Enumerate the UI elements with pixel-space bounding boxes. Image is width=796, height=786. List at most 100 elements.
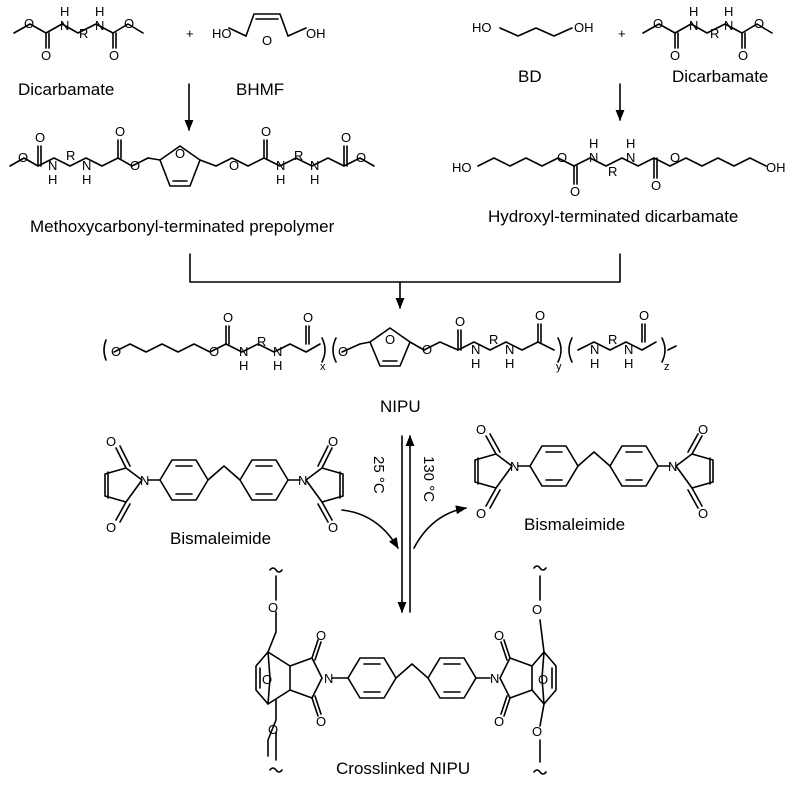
atom-n: N <box>310 158 319 173</box>
atom-o: O <box>356 150 366 165</box>
atom-r: R <box>79 26 88 41</box>
atom-r: R <box>257 334 266 349</box>
atom-o: O <box>651 178 661 193</box>
atom-o: O <box>738 48 748 63</box>
label-bismaleimide: Bismaleimide <box>524 515 625 534</box>
atom-o: O <box>316 628 326 643</box>
atom-h: H <box>239 358 248 373</box>
atom-o: O <box>316 714 326 729</box>
atom-o: O <box>476 422 486 437</box>
dicarbamate-structure-left: O O H N R H N O O <box>13 4 144 63</box>
atom-n: N <box>82 158 91 173</box>
atom-h: H <box>590 356 599 371</box>
atom-n: N <box>626 150 635 165</box>
atom-o: O <box>670 150 680 165</box>
atom-h: H <box>273 358 282 373</box>
atom-n: N <box>140 473 149 488</box>
atom-h: H <box>626 136 635 151</box>
merge-connector <box>189 253 621 283</box>
atom-o: O <box>557 150 567 165</box>
atom-h: H <box>60 4 69 19</box>
atom-r: R <box>294 148 303 163</box>
atom-ho: HO <box>472 20 492 35</box>
atom-oh: OH <box>574 20 594 35</box>
atom-r: R <box>608 332 617 347</box>
label-crosslinked-nipu: Crosslinked NIPU <box>336 759 470 778</box>
atom-o: O <box>268 600 278 615</box>
atom-h: H <box>505 356 514 371</box>
atom-o: O <box>341 130 351 145</box>
atom-o: O <box>35 130 45 145</box>
atom-o: O <box>106 520 116 535</box>
atom-o: O <box>124 16 134 31</box>
atom-n: N <box>590 342 599 357</box>
atom-n: N <box>95 18 104 33</box>
bismaleimide-structure-left: O N O N O O <box>104 434 344 535</box>
atom-o: O <box>41 48 51 63</box>
atom-o: O <box>532 602 542 617</box>
atom-o: O <box>223 310 233 325</box>
crosslinked-nipu-structure: O O O O N O N O O O O O <box>255 565 557 775</box>
atom-n: N <box>239 344 248 359</box>
atom-o: O <box>476 506 486 521</box>
atom-o: O <box>209 344 219 359</box>
atom-o: O <box>18 150 28 165</box>
atom-o: O <box>532 724 542 739</box>
atom-h: H <box>471 356 480 371</box>
atom-n: N <box>324 671 333 686</box>
atom-n: N <box>298 473 307 488</box>
atom-o: O <box>328 520 338 535</box>
label-bismaleimide: Bismaleimide <box>170 529 271 548</box>
atom-o: O <box>262 672 272 687</box>
plus-sign: + <box>186 26 194 41</box>
atom-ho: HO <box>212 26 232 41</box>
plus-sign: + <box>618 26 626 41</box>
atom-o: O <box>24 16 34 31</box>
atom-oh: OH <box>306 26 326 41</box>
atom-r: R <box>608 164 617 179</box>
atom-n: N <box>471 342 480 357</box>
label-bhmf: BHMF <box>236 80 284 99</box>
atom-h: H <box>624 356 633 371</box>
atom-o: O <box>535 308 545 323</box>
atom-h: H <box>310 172 319 187</box>
atom-n: N <box>510 459 519 474</box>
nipu-structure: O O O N H R N H O x O O O O N H R N H O … <box>103 308 677 373</box>
label-prepolymer: Methoxycarbonyl-terminated prepolymer <box>30 217 335 236</box>
atom-o: O <box>268 722 278 737</box>
atom-o: O <box>328 434 338 449</box>
atom-o: O <box>106 434 116 449</box>
atom-r: R <box>66 148 75 163</box>
atom-o: O <box>115 124 125 139</box>
repeat-subscript-z: z <box>664 361 670 373</box>
atom-h: H <box>724 4 733 19</box>
atom-o: O <box>303 310 313 325</box>
atom-n: N <box>60 18 69 33</box>
atom-n: N <box>505 342 514 357</box>
butanediol-structure: HO OH <box>472 20 594 37</box>
atom-h: H <box>48 172 57 187</box>
repeat-subscript-x: x <box>320 361 326 373</box>
atom-o: O <box>338 344 348 359</box>
atom-h: H <box>589 136 598 151</box>
label-bd: BD <box>518 67 542 86</box>
reverse-temperature: 130 °C <box>420 456 437 502</box>
atom-n: N <box>668 459 677 474</box>
atom-n: N <box>724 18 733 33</box>
atom-n: N <box>624 342 633 357</box>
atom-o: O <box>262 33 272 48</box>
label-dicarbamate: Dicarbamate <box>18 80 114 99</box>
atom-o: O <box>494 714 504 729</box>
atom-o: O <box>455 314 465 329</box>
atom-r: R <box>710 26 719 41</box>
atom-h: H <box>82 172 91 187</box>
forward-temperature: 25 °C <box>370 456 387 494</box>
atom-o: O <box>698 422 708 437</box>
atom-ho: HO <box>452 160 472 175</box>
atom-n: N <box>48 158 57 173</box>
atom-o: O <box>130 158 140 173</box>
atom-n: N <box>490 671 499 686</box>
repeat-subscript-y: y <box>556 361 562 373</box>
curved-arrow-in <box>341 509 399 549</box>
